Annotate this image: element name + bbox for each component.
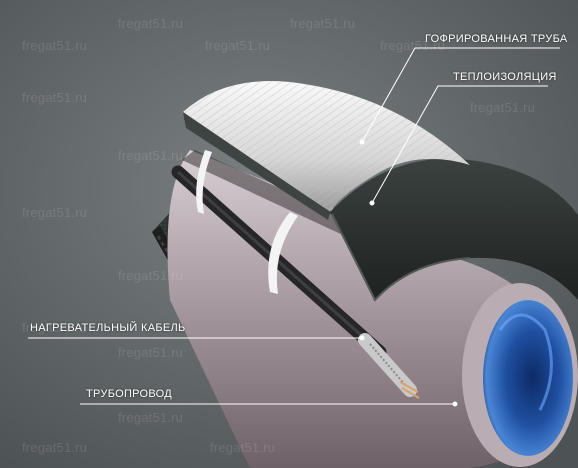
leader-lines [28,47,560,407]
watermark: fregat51.ru [205,38,271,53]
leader-corrugated-pipe [361,47,560,143]
leader-thermal-insulation [371,85,548,204]
label-heating-cable: НАГРЕВАТЕЛЬНЫЙ КАБЕЛЬ [30,322,186,334]
watermark: fregat51.ru [118,268,184,283]
label-corrugated-pipe: ГОФРИРОВАННАЯ ТРУБА [425,33,568,45]
label-pipeline: ТРУБОПРОВОД [86,388,173,400]
watermark: fregat51.ru [22,320,88,335]
cable-tie-2 [268,212,298,294]
watermark: fregat51.ru [380,38,446,53]
cable-tie-1 [196,150,212,214]
watermark: fregat51.ru [22,90,88,105]
watermark: fregat51.ru [470,100,536,115]
watermark: fregat51.ru [118,16,184,31]
watermark: fregat51.ru [118,148,184,163]
watermark: fregat51.ru [290,16,356,31]
thermal-insulation [330,158,578,300]
pipeline-inner-opening [483,300,573,456]
watermark: fregat51.ru [118,410,184,425]
watermark: fregat51.ru [22,205,88,220]
watermark: fregat51.ru [210,440,276,455]
label-thermal-insulation: ТЕПЛОИЗОЛЯЦИЯ [453,71,557,83]
watermark: fregat51.ru [22,38,88,53]
watermark: fregat51.ru [22,440,88,455]
watermark: fregat51.ru [118,345,184,360]
